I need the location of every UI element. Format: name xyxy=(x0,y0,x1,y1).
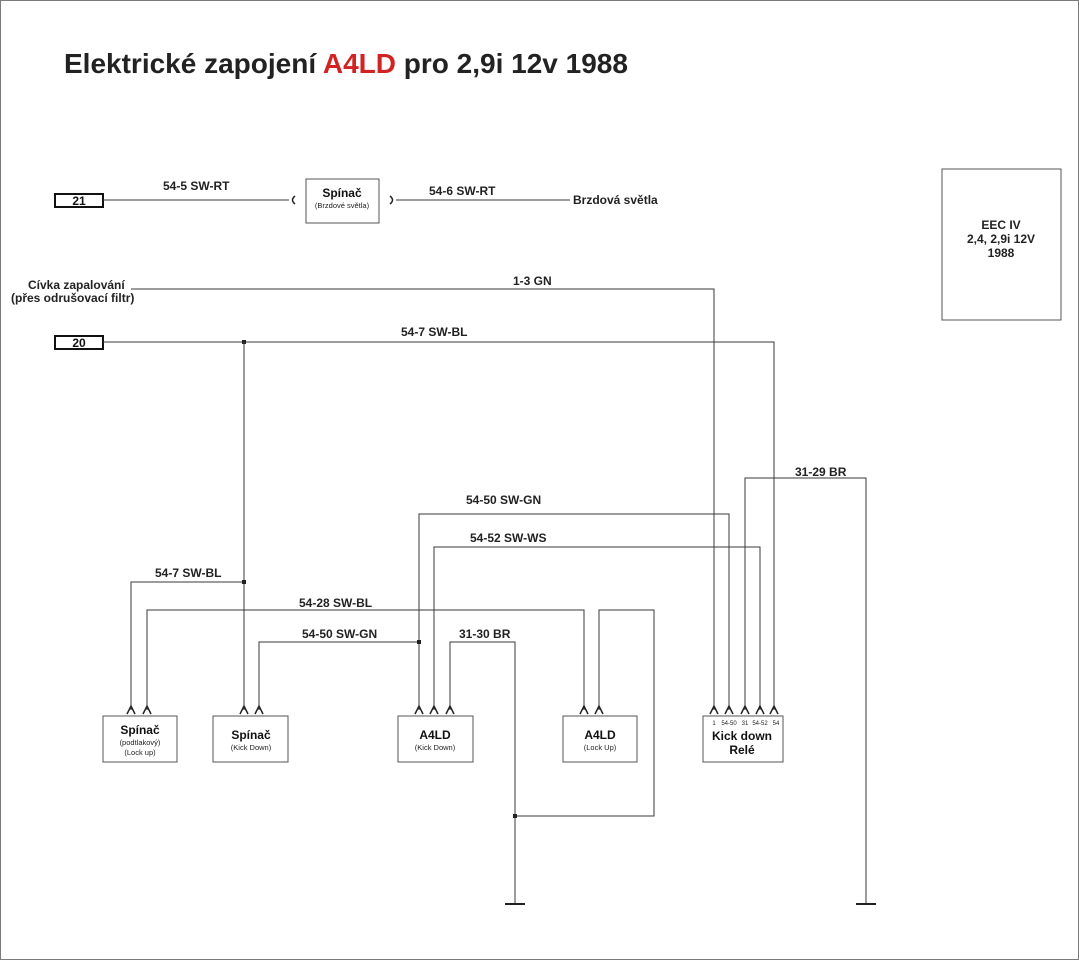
ignition-line1: Cívka zapalování xyxy=(28,278,125,292)
terminal-21-label: 21 xyxy=(72,194,86,208)
brake-switch xyxy=(305,178,380,224)
ignition-line2: (přes odrušovací filtr) xyxy=(11,291,134,305)
relay-pin-label: 31 xyxy=(742,721,749,727)
wire-31-30 xyxy=(449,641,516,903)
diagram-title: Elektrické zapojení A4LD pro 2,9i 12v 19… xyxy=(64,48,628,79)
wire-label-54-6: 54-6 SW-RT xyxy=(429,184,496,198)
eec-line3: 1988 xyxy=(988,246,1015,260)
wire-1-3 xyxy=(131,288,715,710)
wire-lock-up-ground xyxy=(515,609,655,817)
vacuum-switch-sub1: (podtlakový) xyxy=(120,738,161,747)
eec-line2: 2,4, 2,9i 12V xyxy=(967,232,1035,246)
eec-line1: EEC IV xyxy=(981,218,1020,232)
pin-arrow-icon xyxy=(709,704,719,715)
wire-54-28 xyxy=(146,609,585,710)
a4ld-kickdown-name: A4LD xyxy=(419,728,451,742)
kickdown-switch xyxy=(212,715,289,763)
brake-lights-label: Brzdová světla xyxy=(573,193,658,207)
kickdown-relay xyxy=(702,715,784,763)
wire-54-7-left xyxy=(130,581,244,710)
wire-label-31-30: 31-30 BR xyxy=(459,627,511,641)
pin-arrow-icon xyxy=(579,704,589,715)
connector-right-icon xyxy=(389,195,394,205)
junction-dot xyxy=(242,580,246,584)
wire-54-50-low xyxy=(258,641,419,710)
wire-label-31-29: 31-29 BR xyxy=(795,465,847,479)
vacuum-switch-name: Spínač xyxy=(120,723,160,737)
wire-label-54-52: 54-52 SW-WS xyxy=(470,531,546,545)
pin-arrow-icon xyxy=(445,704,455,715)
junction-dot xyxy=(513,814,517,818)
pin-arrow-icon xyxy=(769,704,779,715)
pin-arrow-icon xyxy=(414,704,424,715)
wire-label-1-3: 1-3 GN xyxy=(513,274,552,288)
wire-54-7-main xyxy=(103,341,775,710)
a4ld-lockup-name: A4LD xyxy=(584,728,616,742)
relay-line2: Relé xyxy=(729,743,755,757)
wire-label-54-7-left: 54-7 SW-BL xyxy=(155,566,221,580)
eec-iv-box xyxy=(941,168,1062,321)
vacuum-switch xyxy=(102,715,178,763)
pin-arrow-icon xyxy=(740,704,750,715)
relay-pin-label: 1 xyxy=(712,721,716,727)
terminal-20-label: 20 xyxy=(72,336,86,350)
a4ld-lockup xyxy=(562,715,638,763)
connector-left-icon xyxy=(291,195,296,205)
pin-arrow-icon xyxy=(724,704,734,715)
wire-54-50-top xyxy=(418,513,730,710)
a4ld-kickdown-sub: (Kick Down) xyxy=(415,743,456,752)
pin-arrows xyxy=(126,704,779,715)
wire-31-29 xyxy=(744,477,867,903)
pin-arrow-icon xyxy=(594,704,604,715)
wire-label-54-7-top: 54-7 SW-BL xyxy=(401,325,467,339)
a4ld-lockup-sub: (Lock Up) xyxy=(584,743,617,752)
relay-pin-label: 54 xyxy=(773,721,780,727)
brake-switch-sub: (Brzdové světla) xyxy=(315,201,370,210)
title-highlight: A4LD xyxy=(323,48,396,79)
kickdown-switch-sub: (Kick Down) xyxy=(231,743,272,752)
relay-line1: Kick down xyxy=(712,729,772,743)
pin-arrow-icon xyxy=(429,704,439,715)
brake-switch-name: Spínač xyxy=(322,186,362,200)
wire-label-54-50-low: 54-50 SW-GN xyxy=(302,627,377,641)
wire-label-54-50-top: 54-50 SW-GN xyxy=(466,493,541,507)
pin-arrow-icon xyxy=(755,704,765,715)
wire-label-54-28: 54-28 SW-BL xyxy=(299,596,372,610)
vacuum-switch-sub2: (Lock up) xyxy=(124,748,156,757)
wire-54-52 xyxy=(433,546,761,710)
junction-dot xyxy=(417,640,421,644)
pin-arrow-icon xyxy=(239,704,249,715)
pin-arrow-icon xyxy=(126,704,136,715)
pin-arrow-icon xyxy=(254,704,264,715)
a4ld-kickdown xyxy=(397,715,474,763)
wire-label-54-5: 54-5 SW-RT xyxy=(163,179,230,193)
pin-arrow-icon xyxy=(142,704,152,715)
relay-pin-label: 54-50 xyxy=(721,721,737,727)
kickdown-switch-name: Spínač xyxy=(231,728,271,742)
relay-pin-label: 54-52 xyxy=(752,721,768,727)
